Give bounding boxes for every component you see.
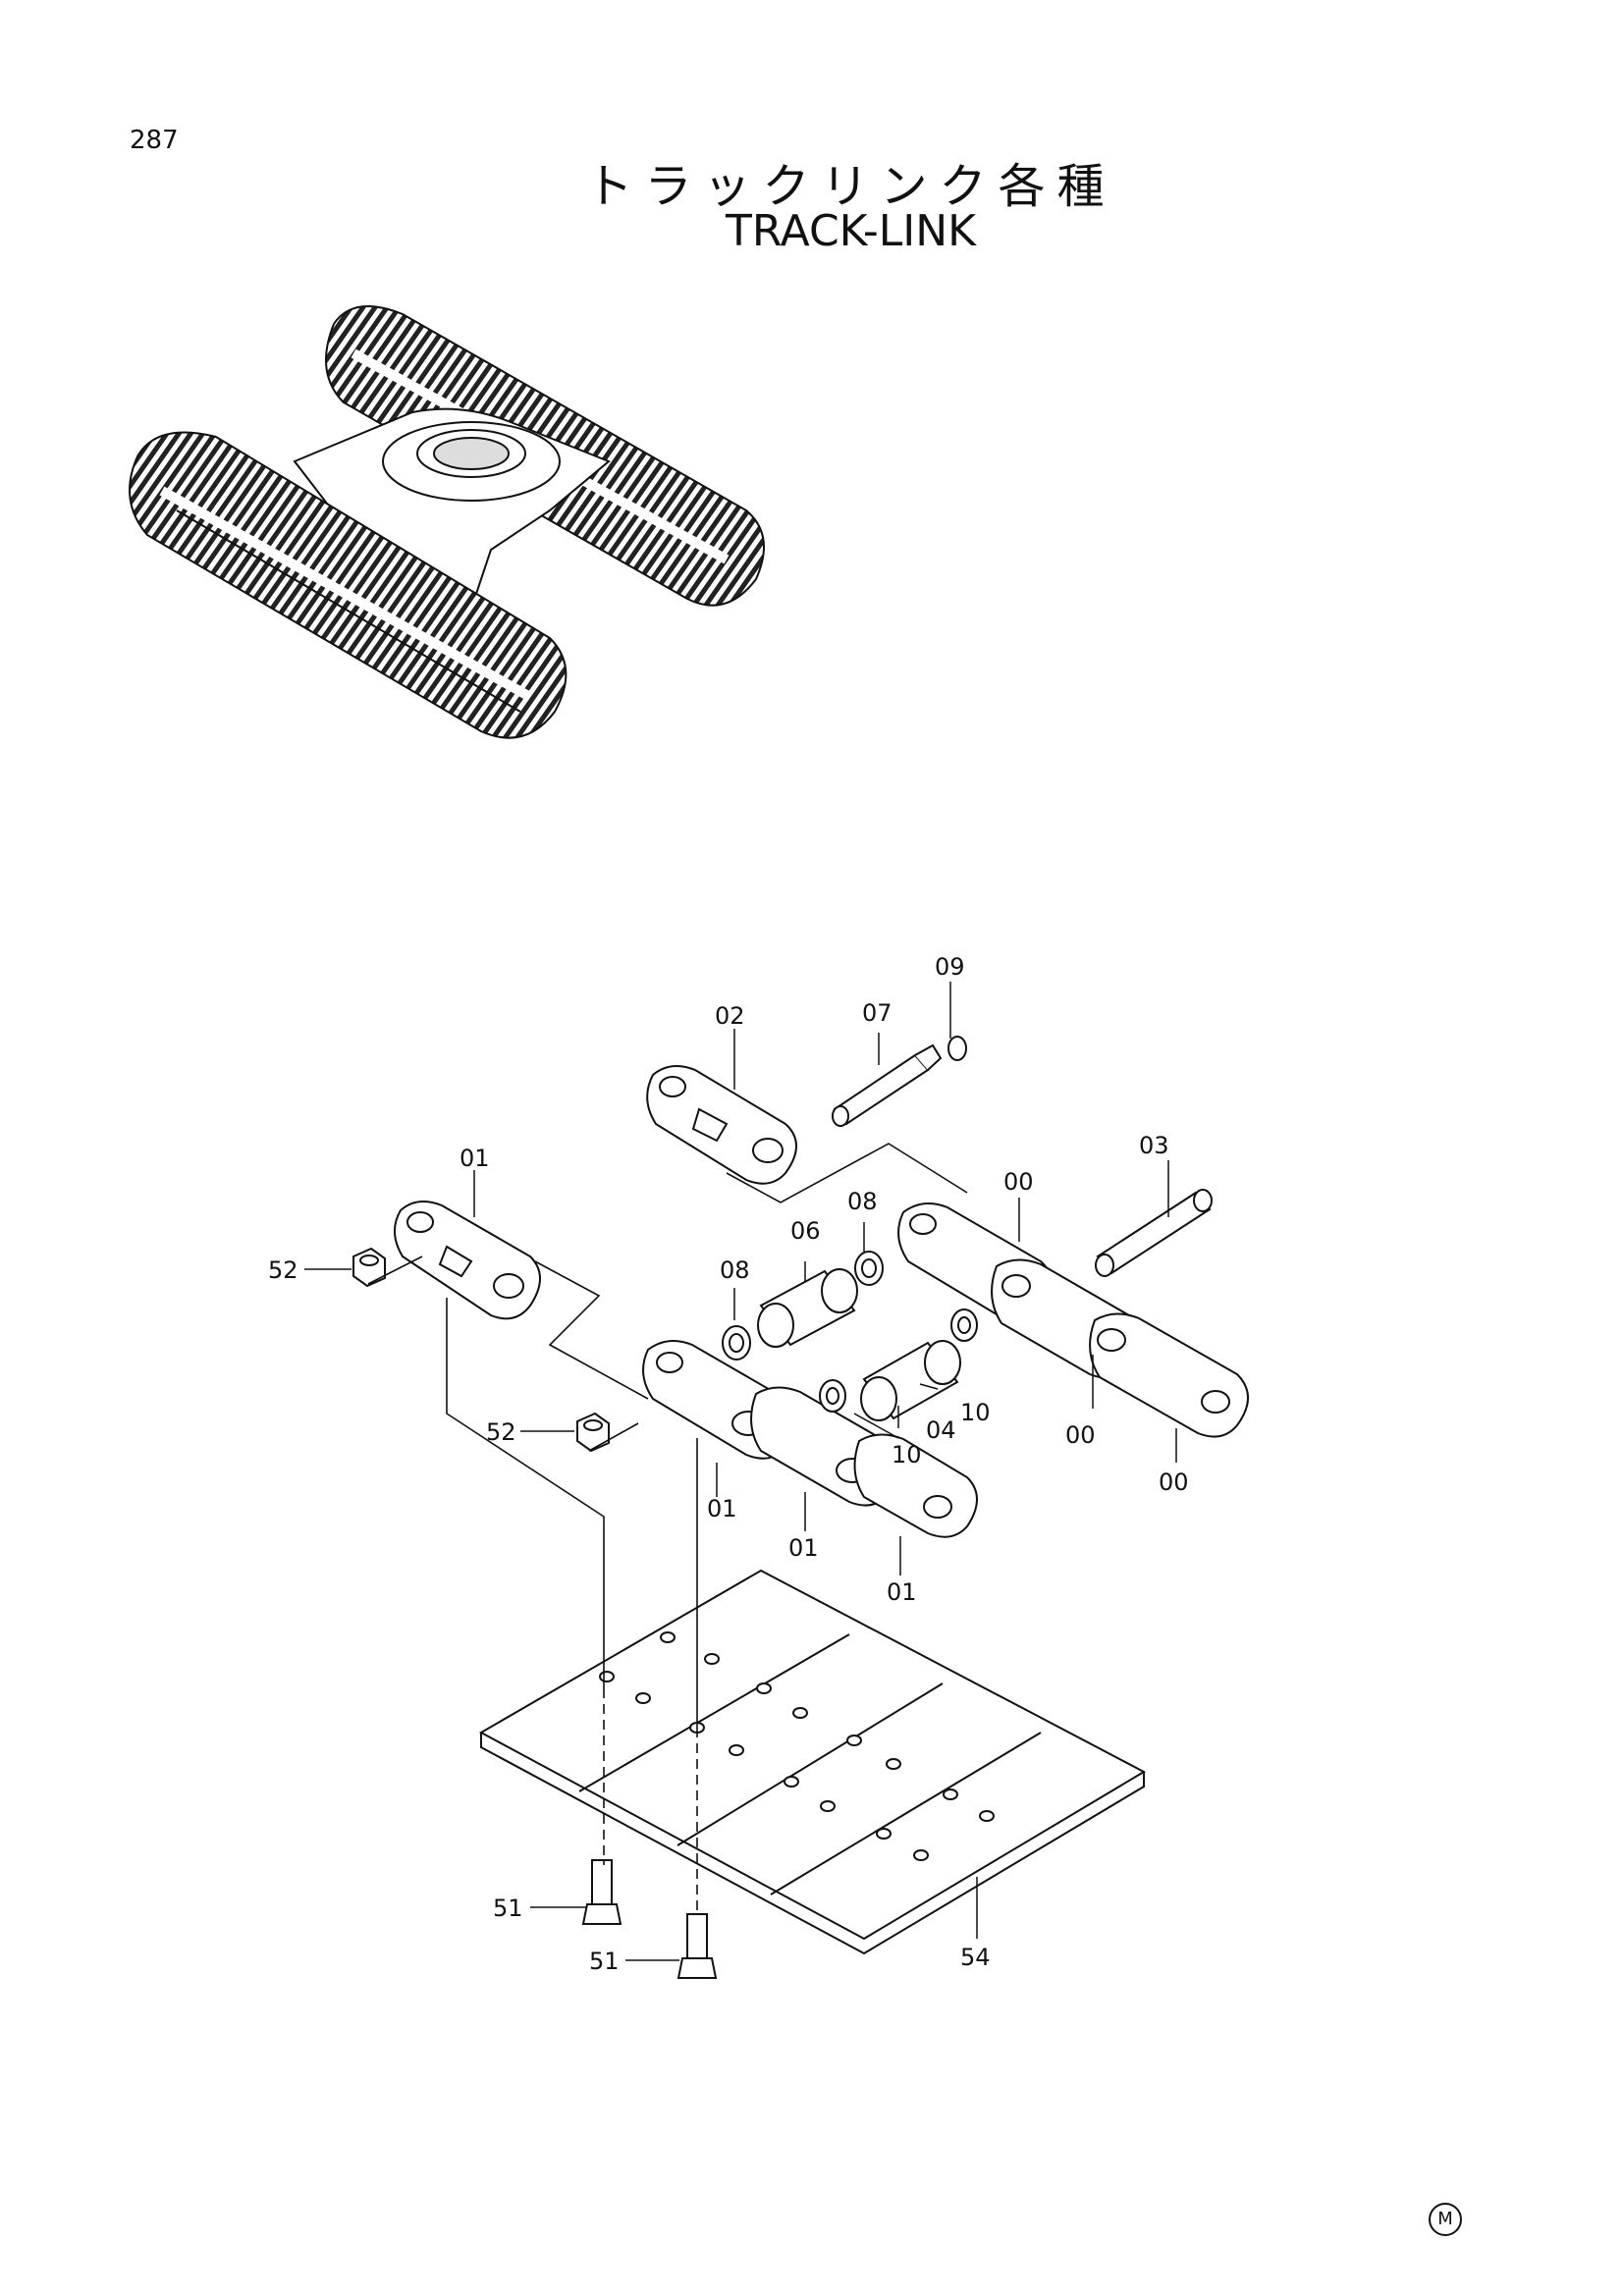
callout-51-left: 51 bbox=[493, 1895, 523, 1922]
track-link-01-single bbox=[394, 1201, 541, 1320]
undercarriage-illustration bbox=[129, 305, 765, 739]
bushing-06 bbox=[757, 1268, 858, 1348]
callout-00-middle: 00 bbox=[1065, 1421, 1096, 1449]
ring-09 bbox=[947, 1036, 967, 1061]
callout-00-lower: 00 bbox=[1159, 1468, 1189, 1496]
callout-10-left: 10 bbox=[892, 1441, 922, 1468]
callout-01-chain-a: 01 bbox=[707, 1495, 737, 1522]
leader-lines bbox=[304, 982, 1177, 1961]
callout-08-right: 08 bbox=[847, 1188, 878, 1215]
callout-10-right: 10 bbox=[960, 1399, 991, 1426]
callout-06: 06 bbox=[790, 1217, 821, 1245]
footer-mark: M bbox=[1429, 2203, 1462, 2236]
track-chain-00 bbox=[897, 1202, 1249, 1438]
callout-00-upper: 00 bbox=[1003, 1168, 1034, 1196]
callout-54: 54 bbox=[960, 1944, 991, 1971]
seal-10-left bbox=[819, 1379, 846, 1413]
callout-52-lower: 52 bbox=[486, 1418, 516, 1446]
track-chain-01 bbox=[642, 1340, 978, 1538]
page-number: 287 bbox=[130, 126, 179, 155]
seal-08-right bbox=[854, 1251, 884, 1286]
nut-52-lower bbox=[576, 1412, 610, 1453]
assembly-lines bbox=[367, 1143, 968, 1914]
title-english: TRACK-LINK bbox=[725, 206, 977, 256]
nut-52-upper bbox=[352, 1247, 386, 1288]
callout-01-chain-b: 01 bbox=[788, 1534, 819, 1562]
callout-labels: 00 00 00 01 01 01 01 02 03 04 06 07 08 0… bbox=[268, 953, 1189, 1975]
seal-10-right bbox=[950, 1308, 978, 1342]
callout-51-right: 51 bbox=[589, 1948, 620, 1975]
pin-03 bbox=[1095, 1189, 1213, 1277]
callout-52-upper: 52 bbox=[268, 1256, 298, 1284]
title-japanese: トラックリンク各種 bbox=[585, 159, 1116, 214]
bolt-51-right bbox=[676, 1913, 718, 1979]
seal-08-left bbox=[722, 1325, 751, 1361]
callout-01-chain-c: 01 bbox=[887, 1578, 917, 1606]
callout-09: 09 bbox=[935, 953, 965, 981]
bolt-51-left bbox=[581, 1859, 622, 1925]
callout-04: 04 bbox=[926, 1416, 956, 1444]
callout-07: 07 bbox=[862, 999, 893, 1027]
track-shoe bbox=[478, 1569, 1147, 1955]
callout-08-left: 08 bbox=[720, 1256, 750, 1284]
track-link-02 bbox=[646, 1065, 797, 1185]
callout-01-single: 01 bbox=[460, 1145, 490, 1172]
callout-03: 03 bbox=[1139, 1132, 1169, 1159]
callout-02: 02 bbox=[715, 1002, 745, 1030]
pin-07 bbox=[832, 1043, 943, 1127]
bushing-04 bbox=[860, 1340, 961, 1421]
